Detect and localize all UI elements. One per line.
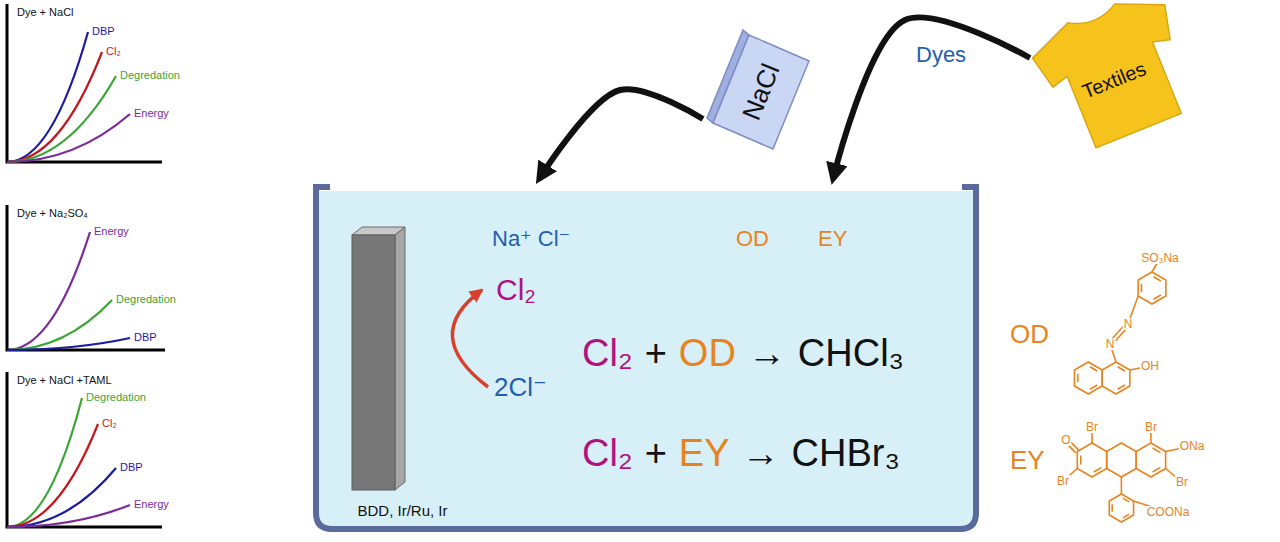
atom-label: N (1105, 338, 1116, 350)
flow-arrow (833, 17, 1030, 179)
ion-label: Na⁺ Cl⁻ (492, 227, 570, 251)
ring-bond (1074, 362, 1102, 394)
atom-label: COONa (1146, 506, 1191, 518)
curve-label: DBP (120, 461, 143, 473)
equation-product: CHBr₃ (792, 433, 900, 475)
tank-wall (316, 187, 976, 529)
curve-label: Energy (134, 498, 169, 510)
atom-label: Br (1056, 475, 1070, 487)
curve-label: DBP (92, 25, 115, 37)
ring-double-bond (1123, 514, 1129, 518)
salt-box: NaCl (703, 27, 815, 153)
trend-curve (7, 32, 88, 162)
tshirt-shape (1025, 0, 1205, 157)
chart-title: Dye + Na₂SO₄ (17, 207, 88, 219)
chart-title: Dye + NaCl +TAML (17, 374, 112, 386)
curve-label: Cl₂ (102, 417, 117, 429)
trend-curve (7, 232, 90, 350)
trend-curve (7, 114, 130, 162)
equation-term: EY (679, 433, 730, 475)
atom-label: Br (1144, 421, 1158, 433)
atom-label: Br (1175, 476, 1189, 488)
atom-label: ONa (1179, 440, 1206, 452)
atom-label: SO₃Na (1140, 252, 1180, 264)
electrode-side (395, 227, 405, 490)
curve-label: Degredation (116, 293, 176, 305)
equation-operator: → (742, 433, 780, 475)
ring-double-bond (1090, 367, 1097, 371)
ring-double-bond (1123, 498, 1129, 502)
atom-label: N (1123, 318, 1134, 330)
ring-double-bond (1118, 367, 1125, 371)
curve-label: Energy (134, 107, 169, 119)
trend-curve (7, 505, 130, 527)
electrode: BDD, Ir/Ru, Ir (335, 225, 470, 525)
curve-label: Cl₂ (106, 45, 121, 57)
trend-curve (7, 468, 116, 527)
ring-bond (1107, 443, 1136, 477)
equation-row: Cl₂ + EY → CHBr₃ (582, 433, 900, 475)
textile-shirt: Textiles (1030, 0, 1200, 150)
ring-double-bond (1094, 467, 1102, 472)
curve-label: Degredation (120, 69, 180, 81)
tank-water (316, 191, 976, 529)
ring-bond (1102, 362, 1130, 394)
trend-curve (7, 424, 98, 527)
electrode-label: BDD, Ir/Ru, Ir (335, 503, 470, 520)
equation-term: Cl₂ (582, 333, 633, 375)
equation-term: Cl₂ (582, 433, 633, 475)
ring-bond (1077, 443, 1106, 477)
species-label: Cl₂ (496, 273, 536, 306)
equation-operator: + (645, 433, 667, 475)
molecule-structures (1063, 258, 1192, 522)
ring-double-bond (1080, 455, 1082, 464)
ring-double-bond (1141, 284, 1143, 293)
chart-title: Dye + NaCl (17, 6, 74, 18)
trend-curve (7, 300, 112, 350)
dye-name: OD (1010, 320, 1049, 349)
ring-double-bond (1153, 448, 1161, 453)
ring-double-bond (1111, 504, 1113, 511)
ring-double-bond (1118, 385, 1125, 389)
ring-bond (1109, 494, 1133, 522)
ring-double-bond (1153, 467, 1161, 472)
curve-label: DBP (134, 331, 157, 343)
electrode-face (352, 235, 395, 490)
reaction-tank: Na⁺ Cl⁻ OD EY Cl₂ 2Cl⁻ Cl₂ + OD → CHCl₃ Cl₂ + EY → CHB… (312, 183, 980, 533)
trend-curve (7, 52, 102, 162)
chart-axes (7, 4, 162, 162)
atom-label: Br (1085, 421, 1099, 433)
dye-label: EY (818, 227, 847, 251)
equation-operator: + (645, 333, 667, 375)
dye-label: OD (736, 227, 769, 251)
ring-double-bond (1154, 295, 1161, 299)
trend-curve (7, 338, 130, 350)
ring-bond (1138, 272, 1166, 304)
ring-bond (1136, 443, 1165, 477)
atom-label: O (1060, 434, 1071, 446)
flow-arrow (539, 89, 703, 179)
node-outline (335, 225, 470, 525)
ring-double-bond (1077, 374, 1079, 383)
trend-curve (7, 76, 116, 162)
equation-term: OD (679, 333, 736, 375)
curve-label: Degredation (86, 391, 146, 403)
edge-label: Dyes (915, 44, 967, 66)
ring-double-bond (1090, 385, 1097, 389)
curve-label: Energy (94, 225, 129, 237)
oxidation-arrow (452, 290, 488, 387)
equation-row: Cl₂ + OD → CHCl₃ (582, 333, 904, 375)
atom-label: OH (1140, 360, 1160, 372)
chart-axes (7, 205, 165, 350)
ring-double-bond (1154, 277, 1161, 281)
dye-name: EY (1010, 446, 1045, 475)
equation-product: CHCl₃ (798, 333, 904, 375)
salt-face (713, 35, 809, 149)
equation-operator: → (748, 333, 786, 375)
bond (1121, 477, 1123, 494)
species-label: 2Cl⁻ (494, 373, 547, 402)
